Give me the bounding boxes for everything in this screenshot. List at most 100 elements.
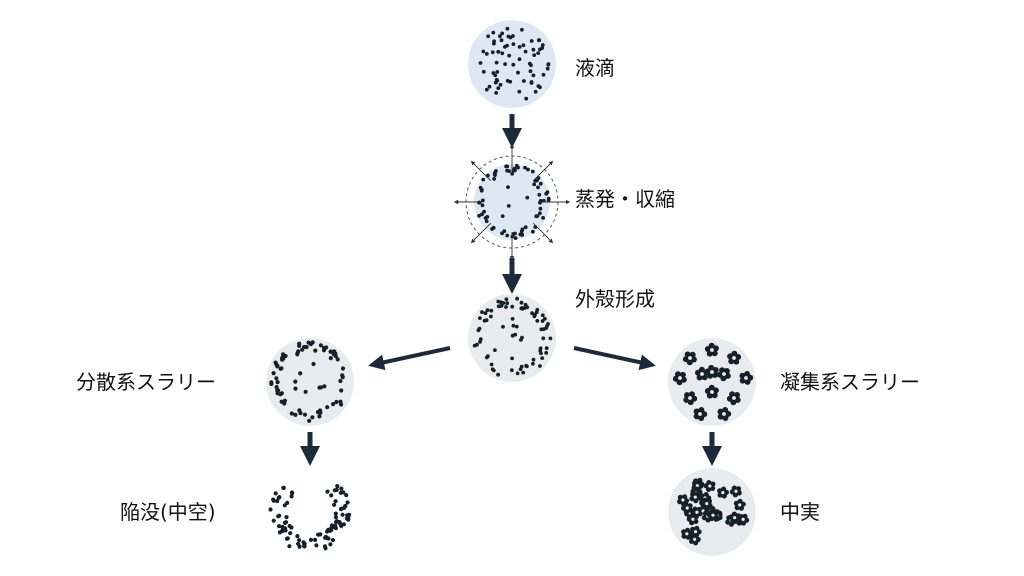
particle-dot <box>532 182 537 187</box>
shrink-arrow <box>532 160 554 182</box>
particle-dot <box>289 411 294 416</box>
aggregate-particle <box>706 509 719 522</box>
particle-dot <box>486 354 490 359</box>
solid-flower-particles <box>677 477 750 546</box>
particle-dot <box>478 61 483 65</box>
label-shell-formation: 外殻形成 <box>575 287 655 311</box>
particle-dot <box>523 49 528 54</box>
particle-dot <box>489 308 494 313</box>
particle-dot <box>518 232 523 237</box>
particle-dot <box>529 63 533 68</box>
particle-dot <box>517 89 522 94</box>
particle-dot <box>328 356 333 361</box>
particle-dot <box>523 165 527 170</box>
particle-dot <box>510 317 515 321</box>
particle-dot <box>535 307 540 312</box>
aggregate-particle <box>700 497 713 510</box>
particle-dot <box>538 206 543 211</box>
particle-dot <box>281 485 286 490</box>
particle-dot <box>519 364 524 369</box>
particle-dot <box>546 322 550 326</box>
particle-dot <box>485 215 490 219</box>
particle-dot <box>540 319 545 323</box>
particle-dot <box>504 297 509 302</box>
shrink-arrow <box>470 160 492 182</box>
particle-dot <box>538 200 542 205</box>
particle-dot <box>302 544 307 549</box>
particle-dot <box>303 389 308 394</box>
particle-dot <box>329 523 335 528</box>
particle-dot <box>517 57 522 62</box>
particle-dot <box>280 355 285 360</box>
particle-dot <box>486 34 491 39</box>
aggregate-particle <box>693 407 708 421</box>
particle-dot <box>271 518 276 523</box>
particle-dot <box>524 363 528 368</box>
particle-dot <box>526 167 530 172</box>
particle-dot <box>544 346 549 351</box>
particle-dot <box>496 372 500 377</box>
particle-dot <box>521 43 526 48</box>
particle-dot <box>333 520 339 525</box>
particle-dot <box>540 356 545 360</box>
particle-dot <box>525 195 530 200</box>
particle-dot <box>314 543 319 548</box>
particle-dot <box>283 520 289 525</box>
particle-dot <box>477 200 482 205</box>
particle-dot <box>275 391 280 396</box>
particle-dot <box>520 306 525 310</box>
particle-dot <box>505 168 509 173</box>
particle-dot <box>339 388 344 393</box>
particle-dot <box>325 405 330 410</box>
hollow-particle-stage <box>266 468 354 556</box>
particle-dot <box>507 53 512 58</box>
aggregate-particle <box>729 485 742 498</box>
particle-dot <box>277 495 282 500</box>
particle-dot <box>293 386 298 391</box>
aggregate-particle <box>686 513 699 526</box>
aggregate-particle <box>689 491 702 504</box>
label-droplet: 液滴 <box>575 56 615 80</box>
particle-dot <box>295 352 300 357</box>
particle-dot <box>481 49 486 54</box>
particle-dot <box>295 534 300 539</box>
particle-dot <box>273 360 278 365</box>
particle-dot <box>546 62 551 67</box>
aggregate-particle <box>683 391 698 406</box>
particle-dot <box>510 356 514 361</box>
particle-dot <box>496 49 501 54</box>
particle-dot <box>512 166 517 171</box>
aggregate-particle <box>733 498 746 511</box>
particle-dot <box>325 489 330 494</box>
particle-dot <box>505 26 510 31</box>
particle-dot <box>524 96 529 101</box>
particle-dot <box>293 379 298 384</box>
particle-dot <box>282 398 287 403</box>
particle-dot <box>335 357 340 362</box>
aggregate-particle <box>727 350 742 365</box>
particle-dot <box>268 507 273 512</box>
particle-dot <box>481 69 486 74</box>
particle-dot <box>480 203 485 208</box>
particle-dot <box>521 370 526 375</box>
particle-dot <box>338 378 343 384</box>
particle-dot <box>339 402 344 407</box>
particle-dot <box>531 229 535 234</box>
particle-dot <box>284 515 289 520</box>
particle-dot <box>323 546 328 551</box>
particle-dot <box>538 364 542 368</box>
particle-dot <box>530 169 535 174</box>
particle-dot <box>482 209 486 214</box>
particle-dot <box>345 500 350 505</box>
particle-dot <box>302 412 308 417</box>
particle-dot <box>310 415 315 420</box>
particle-dot <box>307 418 312 423</box>
aggregate-particle <box>716 367 731 382</box>
particle-dot <box>492 41 496 46</box>
particle-dot <box>287 523 292 529</box>
particle-dot <box>333 511 338 516</box>
particle-dot <box>334 399 339 405</box>
particle-dot <box>333 515 338 520</box>
particle-dot <box>514 324 519 329</box>
